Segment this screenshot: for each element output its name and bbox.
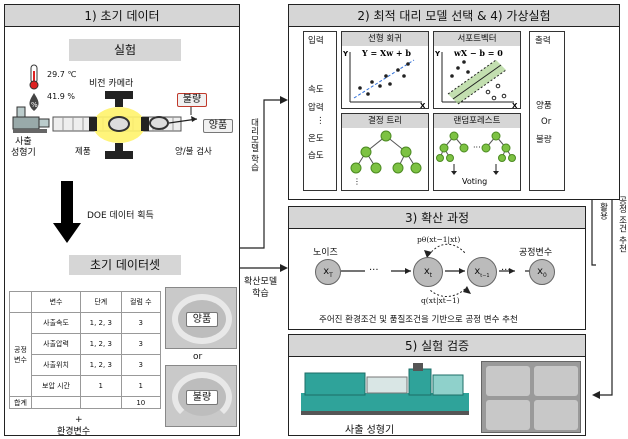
svg-text:Y = Xw + b: Y = Xw + b [361,48,411,58]
svg-text:Voting: Voting [462,177,487,186]
noise-label: 노이즈 [313,248,338,258]
panel-validation: 5) 실험 검증 사출 성형기 [288,334,586,436]
panel-initial-data-title: 1) 초기 데이터 [5,5,239,27]
panel-diffusion: 3) 확산 과정 노이즈 공정변수 xT ··· xt xt−1 ··· x0 … [288,206,586,330]
defect-product-photo: 불량 [165,365,237,427]
input-box: 입력 [303,31,337,191]
good-tag: 양품 [203,119,233,133]
recommend-label: 공정 조건 추천 [617,196,627,253]
conveyor-inspection-diagram [52,91,198,159]
machine-caption: 사출 성형기 [345,425,395,436]
input-temperature: 온도 [308,134,324,144]
linear-regression-box: 선형 회귀 Y = Xw + b Y X [341,31,429,109]
inspection-label: 양/불 검사 [175,147,212,157]
thermometer-icon: % [29,64,39,111]
experiment-header: 실험 [69,39,181,61]
input-ellipsis: ⋮ [316,116,325,126]
defect-tag: 불량 [177,93,207,107]
forward-process-label: q(xt|xt−1) [421,296,460,305]
diffusion-caption: 주어진 환경조건 및 품질조건을 기반으로 공정 변수 추천 [319,315,518,325]
panel-surrogate-model: 2) 최적 대리 모델 선택 & 4) 가상실험 입력 속도 압력 ⋮ 온도 습… [288,4,620,200]
diffusion-chain [341,243,541,297]
reverse-process-label: pθ(xt−1|xt) [417,235,461,244]
doe-arrow [53,181,81,243]
param-label: 공정변수 [519,248,553,258]
output-or: Or [541,117,552,127]
initial-dataset-header: 초기 데이터셋 [69,255,181,275]
svg-text:⋮: ⋮ [353,177,361,186]
ellipsis-1: ··· [369,265,379,276]
node-x0: x0 [529,259,555,285]
node-xt: xt [413,257,443,287]
node-xT: xT [315,259,341,285]
product-tray-photo [481,361,581,433]
vision-camera-label: 비전 카메라 [89,79,134,89]
panel-diffusion-title: 3) 확산 과정 [289,207,585,229]
output-box: 출력 [529,31,565,191]
plus-label: + [75,415,83,425]
input-humidity: 습도 [308,151,324,161]
decision-tree-icon: ⋮ [350,130,422,186]
svg-text:X: X [512,102,518,108]
random-forest-box: 랜덤포레스트 ··· Voting [433,113,521,191]
panel-validation-title: 5) 실험 검증 [289,335,585,357]
random-forest-icon: ··· Voting [436,131,516,186]
machine-label: 사출 성형기 [11,137,36,158]
input-pressure: 압력 [308,103,324,113]
panel-surrogate-title: 2) 최적 대리 모델 선택 & 4) 가상실험 [289,5,619,27]
injection-machine-photo [301,363,469,415]
good-product-photo: 양품 [165,287,237,349]
svm-plot: wX − b = 0 Y X [434,48,518,108]
svg-text:Y: Y [342,50,349,58]
ellipsis-2: ··· [501,265,511,276]
svm-box: 서포트벡터 wX − b = 0 Y X [433,31,521,109]
injection-machine-icon [12,106,50,133]
panel-initial-data: 1) 초기 데이터 실험 % 29.7 ℃ 41.9 % 사출 성형기 비전 카… [4,4,240,437]
surrogate-train-label: 대리모델 학습 [249,118,259,172]
linear-regression-plot: Y = Xw + b Y X [342,48,426,108]
diffusion-train-label: 확산모델 학습 [244,277,278,299]
temperature-value: 29.7 ℃ [47,70,77,79]
output-defect: 불량 [536,135,552,145]
svg-text:X: X [420,102,426,108]
output-good: 양품 [536,101,552,111]
node-xt-1: xt−1 [467,257,497,287]
env-vars-label: 환경변수 [57,427,91,437]
product-label: 제품 [75,147,91,157]
input-speed: 속도 [308,85,324,95]
svg-text:Y: Y [434,50,441,58]
svg-text:wX − b = 0: wX − b = 0 [453,48,503,58]
decision-tree-box: 결정 트리 ⋮ [341,113,429,191]
humidity-value: 41.9 % [47,92,75,101]
or-label: or [193,352,203,362]
doe-label: DOE 데이터 획득 [87,211,154,221]
svg-text:···: ··· [473,143,481,152]
svg-text:%: % [31,101,38,109]
